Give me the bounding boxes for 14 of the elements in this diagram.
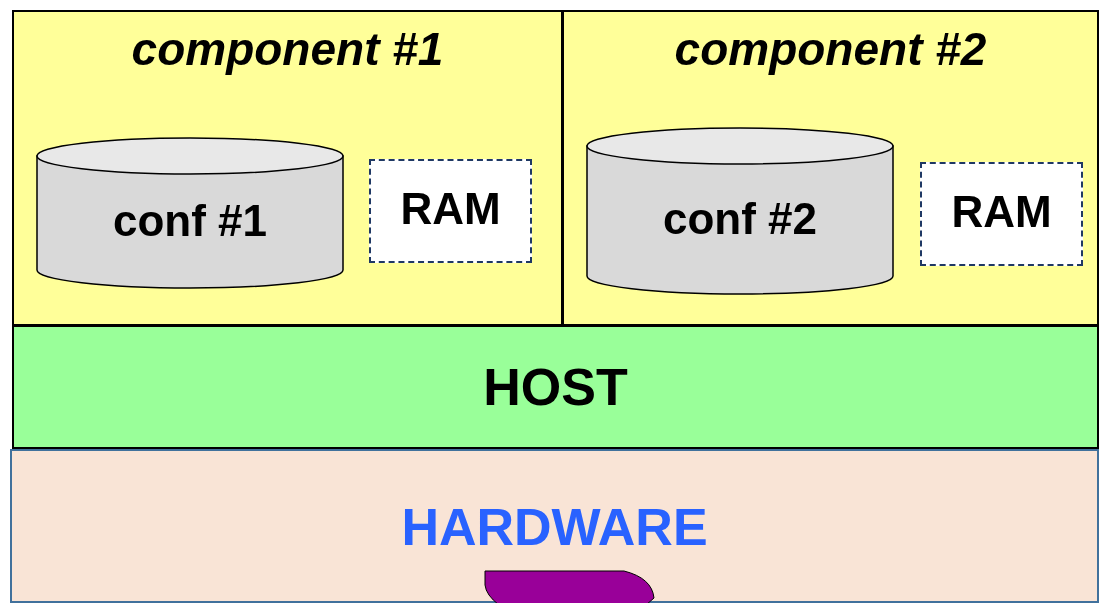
- ram-box: [920, 162, 1083, 266]
- cylinder-label: conf #1: [111, 197, 268, 246]
- host-layer: [12, 325, 1099, 449]
- hardware-layer: [10, 449, 1099, 603]
- component-heading: component #2: [673, 24, 988, 75]
- component-panel: [562, 10, 1099, 326]
- ram-label: RAM: [950, 188, 1053, 237]
- host-label: HOST: [482, 359, 629, 417]
- ram-label: RAM: [399, 185, 502, 234]
- ram-box: [369, 159, 532, 263]
- cylinder-label: conf #2: [661, 195, 818, 244]
- component-panel: [12, 10, 563, 326]
- hardware-label: HARDWARE: [400, 499, 709, 557]
- component-heading: component #1: [130, 24, 445, 75]
